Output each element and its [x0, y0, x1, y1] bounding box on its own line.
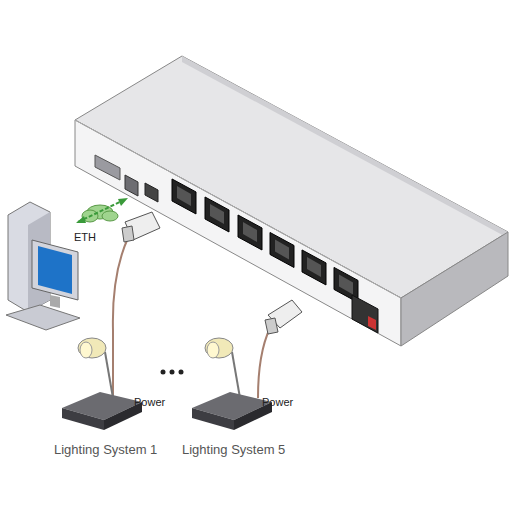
outlet: [270, 232, 294, 267]
lighting-system-1: [62, 338, 142, 430]
power-unit: [75, 56, 508, 346]
computer: [6, 202, 80, 330]
power-inlet: [352, 295, 378, 333]
outlet-socket: [339, 274, 353, 294]
power-outlets: [172, 179, 358, 302]
power-cable-5: [258, 300, 302, 398]
lighting-system-5: [192, 338, 272, 430]
power-cable-1: [113, 212, 160, 398]
outlet: [205, 197, 229, 232]
outlet: [172, 179, 196, 214]
network-cloud: [76, 198, 128, 223]
outlet-socket: [243, 222, 257, 242]
outlet: [238, 215, 262, 250]
outlet-socket: [177, 186, 191, 206]
power-label: Power: [262, 397, 293, 408]
device-caption: Lighting System 5: [182, 443, 285, 456]
outlet-socket: [210, 204, 224, 224]
outlet-socket: [307, 257, 321, 277]
ellipsis-dots: [161, 370, 184, 375]
ethernet-port: [145, 183, 158, 202]
power-label: Power: [134, 397, 165, 408]
eth-label: ETH: [74, 232, 96, 243]
device-caption: Lighting System 1: [54, 443, 157, 456]
serial-port: [95, 155, 120, 180]
terminal-block: [125, 175, 138, 196]
outlet: [302, 250, 326, 285]
outlet-socket: [275, 239, 289, 259]
